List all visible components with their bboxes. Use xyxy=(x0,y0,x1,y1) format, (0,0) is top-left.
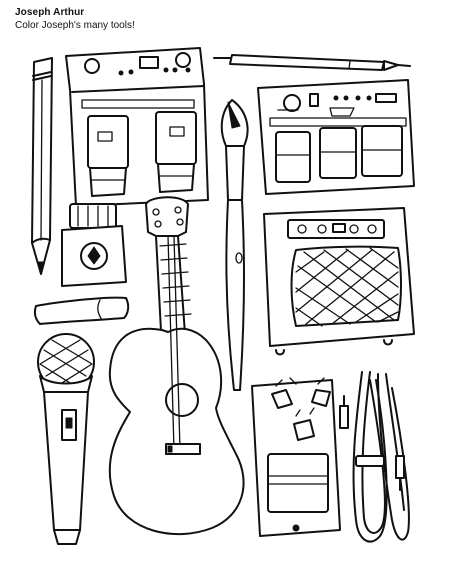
microphone-icon xyxy=(37,333,95,545)
amplifier-icon xyxy=(263,207,415,356)
pencil-icon xyxy=(31,57,53,275)
effects-unit-icon xyxy=(65,47,209,207)
effects-unit-small-icon xyxy=(257,79,415,195)
paintbrush-icon xyxy=(220,99,249,391)
eraser-icon xyxy=(33,296,130,325)
page-subtitle: Color Joseph's many tools! xyxy=(15,20,135,31)
mechanical-pencil-icon xyxy=(213,54,411,71)
ink-bottle-icon xyxy=(61,203,127,287)
guitar-pedal-icon xyxy=(251,377,341,537)
page-title: Joseph Arthur xyxy=(15,7,85,18)
acoustic-guitar-icon xyxy=(108,196,245,535)
instrument-cable-icon xyxy=(339,371,410,543)
